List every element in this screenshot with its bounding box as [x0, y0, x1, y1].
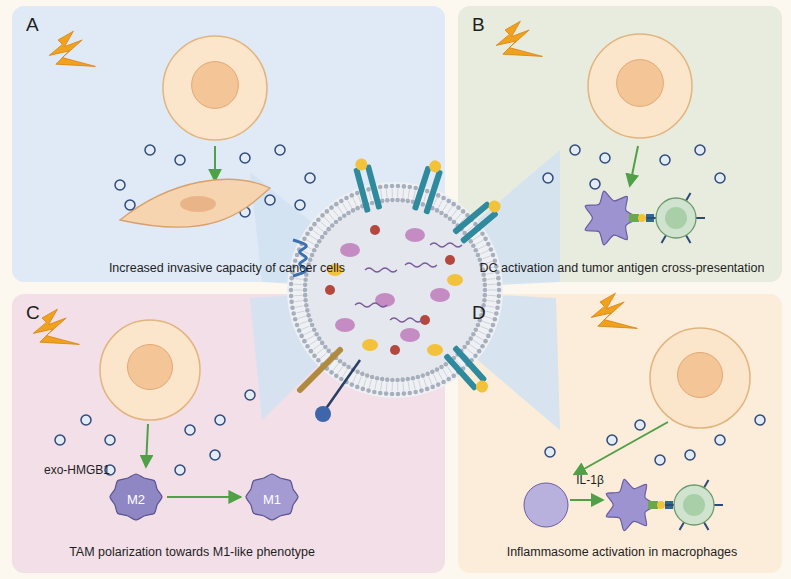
radiation-bolt [33, 309, 79, 344]
exosome-projection [250, 150, 560, 430]
green-arrow [146, 424, 148, 466]
macrophage-cell: M2 [108, 472, 164, 522]
cell-label: M1 [263, 492, 281, 507]
cytokine-label: IL-1β [576, 473, 604, 487]
radiation-bolt [591, 293, 637, 328]
panel-letter: D [472, 302, 486, 323]
antigen-presentation [629, 214, 654, 222]
radiation-bolt [49, 31, 95, 66]
exosome-vesicles [543, 145, 725, 189]
tumor-cell [588, 34, 692, 138]
antigen-presentation [648, 501, 673, 509]
t-cell [665, 480, 723, 530]
green-arrow [570, 499, 602, 501]
exosome-vesicles [545, 415, 765, 465]
panel: A Increased invasive capacity of cancer c… [12, 6, 445, 282]
panel: D Inflammasome activation in macrophages [458, 294, 782, 573]
molecule-label: exo-HMGB1 [44, 463, 110, 477]
macrophage-outline [110, 474, 162, 520]
green-arrow [214, 146, 216, 180]
tumor-cell [100, 320, 200, 420]
panel-letter: A [26, 14, 39, 35]
tumor-cell [163, 36, 267, 140]
dendritic-cell [585, 191, 637, 245]
macrophage-outline [246, 474, 298, 520]
exosome-vesicles [115, 145, 315, 220]
polarization-arrow [167, 496, 241, 498]
panel: M2 M1 C TAM polarization towards M1-like ph… [12, 294, 445, 573]
panel: B DC activation and tumor antigen cross-p… [458, 6, 782, 282]
radiation-bolt [496, 21, 542, 56]
exosome [287, 156, 505, 422]
macrophage [524, 483, 568, 527]
exosome-vesicles [125, 195, 275, 210]
panel-caption: Increased invasive capacity of cancer ce… [109, 261, 345, 275]
dendritic-cell [606, 479, 656, 530]
tumor-cell [650, 328, 750, 428]
panel-caption: Inflammasome activation in macrophages [507, 545, 738, 559]
panel-letter: C [26, 302, 40, 323]
invasive-cancer-cell [120, 179, 270, 227]
green-arrow [630, 146, 638, 185]
panel-letter: B [472, 14, 485, 35]
cell-label: M2 [127, 492, 145, 507]
panel-caption: DC activation and tumor antigen cross-pr… [480, 261, 765, 275]
exosome-vesicles [55, 390, 255, 475]
panel-caption: TAM polarization towards M1-like phenoty… [69, 545, 315, 559]
macrophage-cell: M1 [244, 472, 300, 522]
t-cell [647, 193, 705, 243]
green-arrow [575, 422, 668, 474]
